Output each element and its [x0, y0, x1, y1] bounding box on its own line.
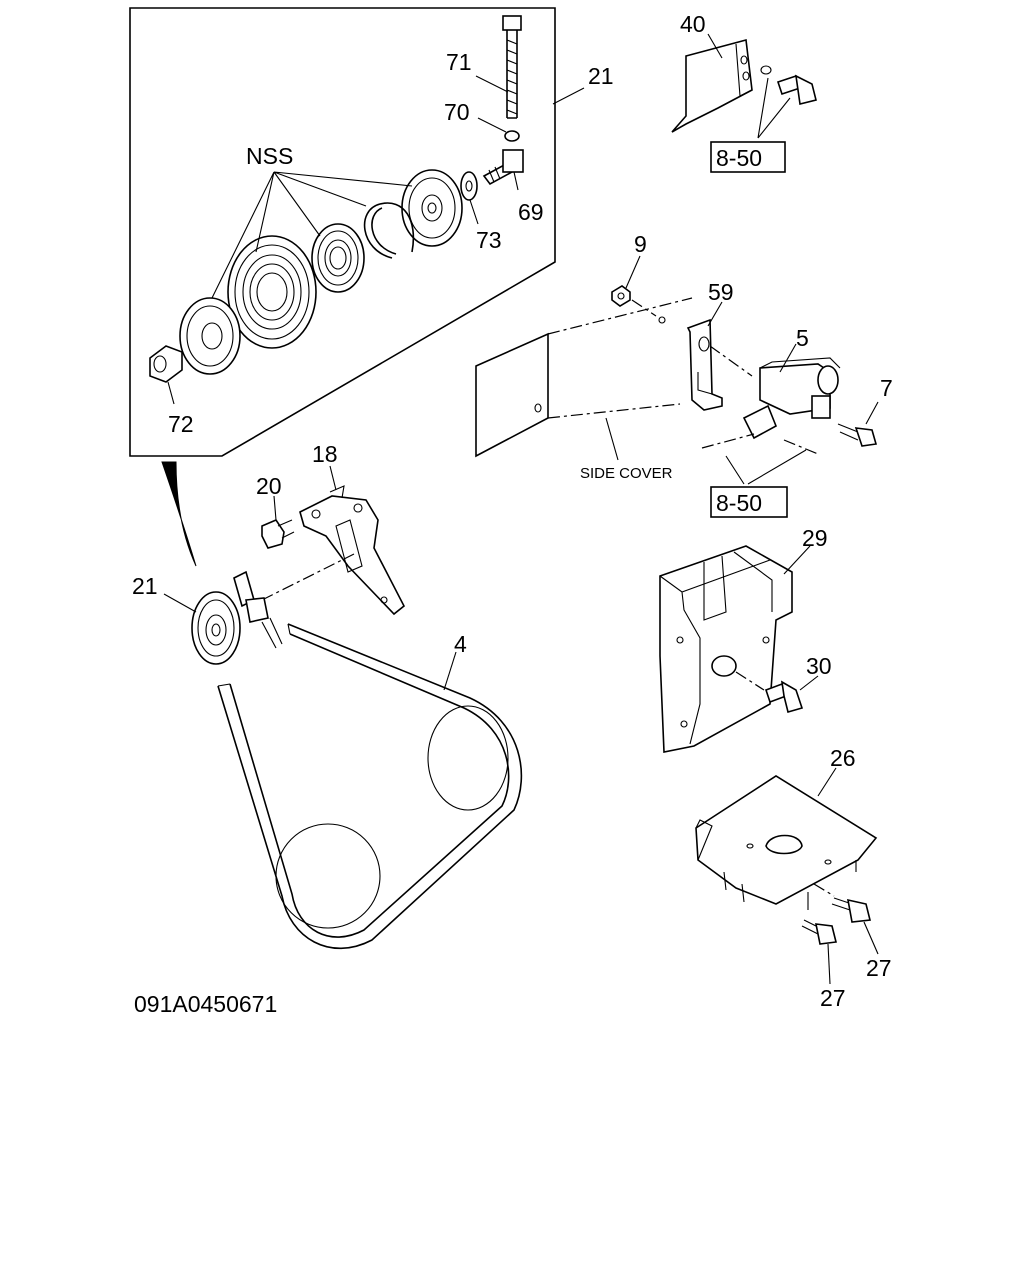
label-side-cover: SIDE COVER [580, 465, 673, 482]
label-21-top: 21 [588, 63, 614, 89]
alternator-pulley-outline [275, 823, 381, 929]
tension-bracket-18 [299, 485, 406, 616]
label-72: 72 [168, 411, 194, 437]
ref-8-50-top: 8-50 [716, 145, 762, 171]
label-7: 7 [880, 375, 893, 401]
pulley-flange-right [401, 169, 463, 247]
washer-70 [504, 130, 520, 142]
crank-pulley-outline [427, 705, 509, 811]
label-26: 26 [830, 745, 856, 771]
label-9: 9 [634, 231, 647, 257]
sensor-5 [742, 357, 841, 440]
pulley-flange-left [179, 297, 241, 375]
label-5: 5 [796, 325, 809, 351]
main-pulley [227, 235, 317, 349]
bearing [311, 223, 365, 293]
v-belt-4 [217, 623, 523, 950]
bolt-27-a [831, 897, 871, 923]
nut-72 [149, 345, 183, 383]
label-30: 30 [806, 653, 832, 679]
drawing-number: 091A0450671 [134, 991, 277, 1017]
side-cover-assembly [475, 255, 879, 518]
bolt-27-b [801, 919, 837, 945]
label-18: 18 [312, 441, 338, 467]
idler-pulley-21 [191, 570, 283, 665]
label-nss: NSS [246, 143, 293, 169]
label-59: 59 [708, 279, 734, 305]
washer-73 [460, 171, 478, 201]
label-70: 70 [444, 99, 470, 125]
label-27-a: 27 [866, 955, 892, 981]
bolt-69 [482, 149, 524, 186]
ref-8-50-mid: 8-50 [716, 490, 762, 516]
label-69: 69 [518, 199, 544, 225]
bracket-59 [686, 318, 723, 411]
label-20: 20 [256, 473, 282, 499]
ref-box-8-50-mid [710, 486, 788, 518]
bracket-40 [671, 33, 817, 173]
bolt-7 [837, 423, 878, 447]
nut-9 [611, 285, 631, 307]
inset-arrow [161, 461, 197, 567]
bracket-29 [659, 545, 793, 753]
bolt-top-right [776, 74, 817, 105]
bolt-20 [261, 519, 295, 549]
label-27-b: 27 [820, 985, 846, 1011]
pulley-detail-inset [129, 7, 585, 567]
snap-ring [363, 202, 415, 259]
bolt-71 [502, 15, 522, 119]
label-40: 40 [680, 11, 706, 37]
label-71: 71 [446, 49, 472, 75]
plate-26 [695, 775, 878, 910]
label-29: 29 [802, 525, 828, 551]
ref-box-8-50-top [710, 141, 786, 173]
label-4: 4 [454, 631, 467, 657]
label-73: 73 [476, 227, 502, 253]
bolt-30 [764, 680, 804, 713]
label-21-main: 21 [132, 573, 158, 599]
